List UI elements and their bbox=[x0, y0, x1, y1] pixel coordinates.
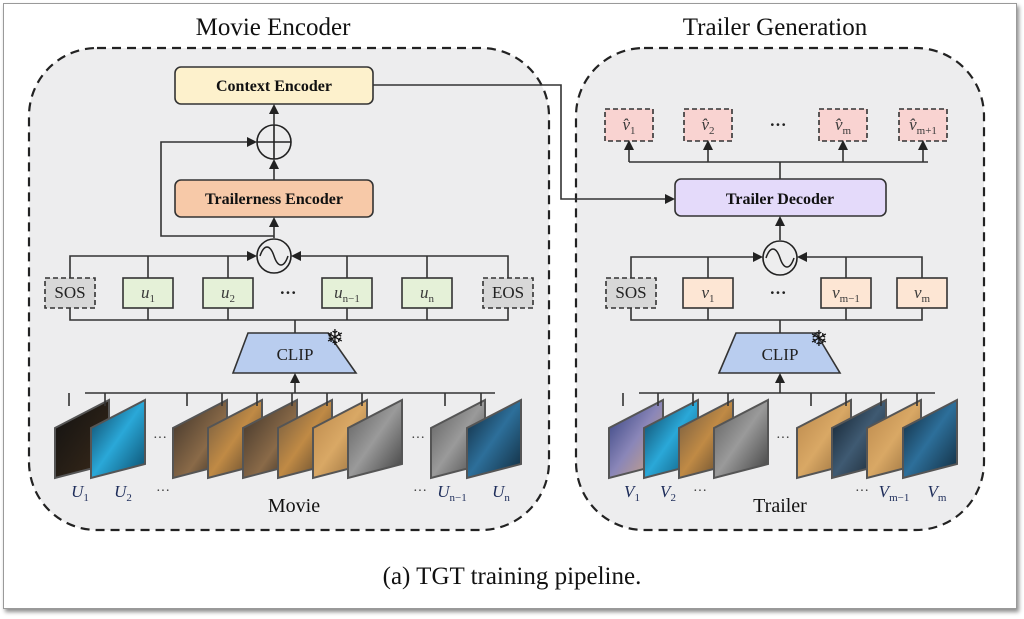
movie-input-label: Movie bbox=[268, 495, 320, 517]
trailerness-encoder-block: Trailerness Encoder bbox=[174, 179, 374, 218]
token-label: u2 bbox=[221, 283, 235, 305]
token-v̂m: v̂m bbox=[818, 108, 868, 142]
token-label: un−1 bbox=[334, 283, 360, 305]
token-label: u1 bbox=[141, 283, 155, 305]
ellipsis: ··· bbox=[411, 431, 425, 446]
token-v1: v1 bbox=[682, 277, 734, 309]
special-token-sos: SOS bbox=[44, 277, 96, 309]
movie-frames: ··· ··· bbox=[54, 393, 522, 480]
video-frame-thumbnail bbox=[347, 398, 403, 480]
frame-label: Un bbox=[492, 482, 510, 504]
token-un: un bbox=[401, 277, 453, 309]
token-bus-left bbox=[69, 251, 257, 278]
ellipsis: ··· bbox=[153, 431, 167, 446]
clip-label: CLIP bbox=[277, 345, 314, 364]
token-u1: u1 bbox=[122, 277, 174, 309]
video-frame-thumbnail bbox=[90, 398, 146, 480]
clip-encoder-movie: CLIP bbox=[231, 332, 358, 374]
trailer-generation-title: Trailer Generation bbox=[683, 14, 868, 41]
positional-encoding-icon bbox=[762, 240, 798, 276]
ellipsis: ··· bbox=[776, 431, 790, 446]
token-vm: vm bbox=[896, 277, 948, 309]
token-label: SOS bbox=[54, 283, 85, 302]
token-label: v̂2 bbox=[701, 115, 714, 137]
frame-label: V2 bbox=[660, 482, 676, 504]
trailer-decoder-block: Trailer Decoder bbox=[674, 178, 887, 217]
trailer-input-label: Trailer bbox=[753, 495, 807, 517]
trailer-decoder-label: Trailer Decoder bbox=[726, 191, 834, 208]
token-label: un bbox=[420, 283, 435, 305]
ellipsis: ··· bbox=[769, 115, 786, 134]
ellipsis: ··· bbox=[413, 484, 427, 499]
video-frame-thumbnail bbox=[466, 398, 522, 480]
trailer-token-bus-left bbox=[630, 252, 763, 278]
frame-label: Vm−1 bbox=[879, 482, 910, 504]
token-label: v̂m bbox=[835, 115, 852, 137]
token-v̂1: v̂1 bbox=[604, 108, 654, 142]
special-token-sos: SOS bbox=[605, 277, 657, 309]
trailerness-encoder-label: Trailerness Encoder bbox=[205, 191, 343, 208]
trailer-frames: ··· bbox=[608, 393, 958, 480]
ellipsis: ··· bbox=[855, 484, 869, 499]
token-label: vm−1 bbox=[832, 283, 860, 305]
frame-label: Un−1 bbox=[437, 482, 467, 504]
movie-frame-labels: U1 U2 ··· ··· Un−1 Un bbox=[71, 482, 510, 504]
movie-encoder-title: Movie Encoder bbox=[196, 14, 351, 41]
trailer-token-bus-bottom bbox=[630, 308, 923, 321]
circled-plus-icon bbox=[256, 124, 292, 160]
clip-label: CLIP bbox=[762, 345, 799, 364]
frame-label: U1 bbox=[71, 482, 89, 504]
token-label: EOS bbox=[492, 283, 524, 302]
trailer-token-row: SOS v1 ··· vm−1 vm bbox=[605, 277, 948, 309]
video-frame-thumbnail bbox=[713, 398, 769, 480]
trailer-token-bus-right bbox=[797, 252, 923, 278]
token-label: v̂m+1 bbox=[909, 115, 937, 137]
context-to-decoder-connection bbox=[373, 84, 675, 204]
token-vm−1: vm−1 bbox=[820, 277, 872, 309]
token-bus-right bbox=[291, 251, 509, 278]
token-label: SOS bbox=[615, 283, 646, 302]
clip-encoder-trailer: CLIP bbox=[717, 332, 842, 374]
trailer-frame-labels: V1 V2 ··· ··· Vm−1 Vm bbox=[624, 482, 947, 504]
special-token-eos: EOS bbox=[482, 277, 534, 309]
ellipsis: ··· bbox=[156, 484, 170, 499]
ellipsis: ··· bbox=[769, 283, 786, 302]
token-label: v1 bbox=[701, 283, 714, 305]
snowflake-icon: ❄ bbox=[810, 327, 828, 352]
predicted-token-row: v̂1 v̂2 ··· v̂m v̂m+1 bbox=[604, 108, 948, 142]
context-encoder-block: Context Encoder bbox=[174, 66, 374, 105]
movie-token-row: SOS u1 u2 ··· un−1 un EOS bbox=[44, 277, 534, 309]
token-bus-bottom bbox=[69, 308, 509, 321]
ellipsis: ··· bbox=[279, 283, 296, 302]
figure-caption: (a) TGT training pipeline. bbox=[383, 563, 642, 590]
token-u2: u2 bbox=[202, 277, 254, 309]
token-v̂m+1: v̂m+1 bbox=[898, 108, 948, 142]
snowflake-icon: ❄ bbox=[326, 326, 344, 351]
residual-skip-connection bbox=[160, 137, 274, 237]
token-v̂2: v̂2 bbox=[683, 108, 733, 142]
frame-label: Vm bbox=[928, 482, 947, 504]
context-encoder-label: Context Encoder bbox=[216, 78, 332, 95]
frame-label: V1 bbox=[624, 482, 640, 504]
ellipsis: ··· bbox=[693, 484, 707, 499]
token-label: vm bbox=[914, 283, 931, 305]
token-label: v̂1 bbox=[622, 115, 635, 137]
frame-label: U2 bbox=[114, 482, 132, 504]
token-un−1: un−1 bbox=[321, 277, 373, 309]
video-frame-thumbnail bbox=[902, 398, 958, 480]
movie-encoder-panel bbox=[27, 46, 551, 532]
positional-encoding-icon bbox=[256, 238, 292, 274]
